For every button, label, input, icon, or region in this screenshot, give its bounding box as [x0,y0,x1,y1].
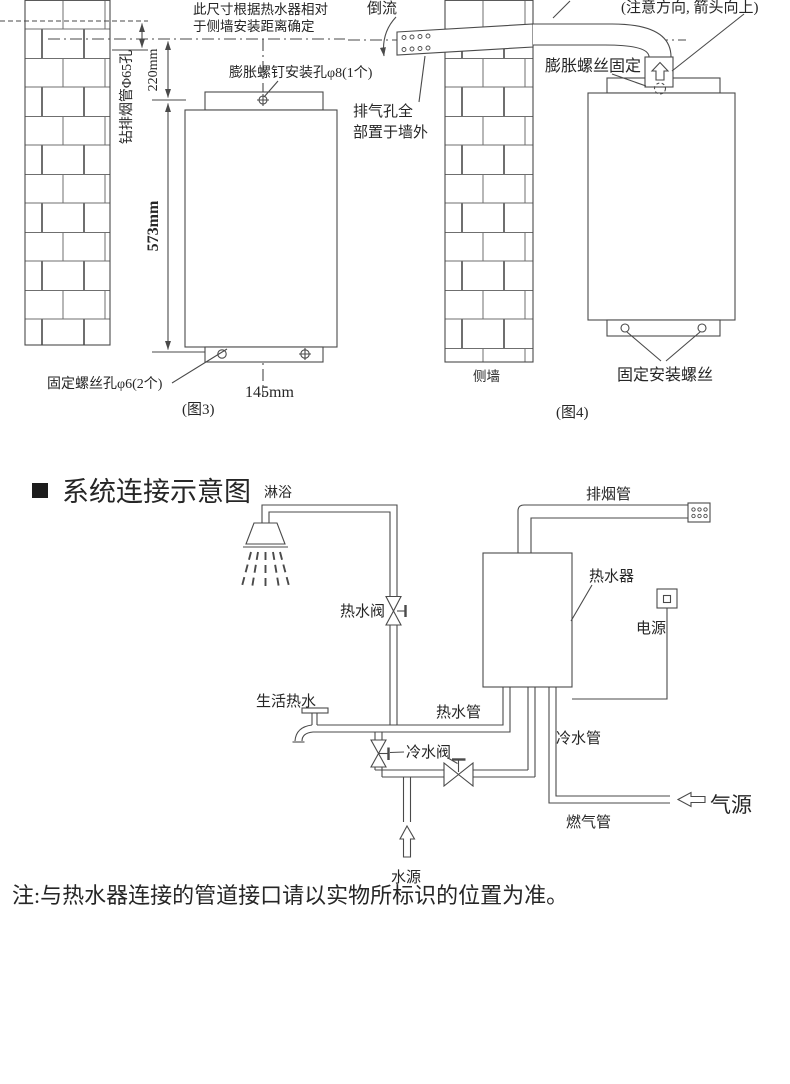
fig3-top-note-line1: 此尺寸根据热水器相对 [193,2,328,17]
hot-pipe-inner [317,687,504,726]
flue-pipe-inner [530,517,688,553]
dim-573-label: 573mm [145,200,162,251]
system-connection-diagram: 系统连接示意图 [32,477,752,886]
fig3-caption: (图3) [182,401,215,418]
drill-flue-hole-label: 钻排烟管Φ65孔 [119,50,135,144]
cold-valve-h-right [457,761,474,788]
flue-vent-holes [691,507,708,519]
expansion-note-leader [611,73,647,87]
side-wall-label: 侧墙 [473,369,500,384]
bottom-mount-bracket [204,346,324,363]
power-outlet-inner [662,594,672,604]
water-source-up-arrow-icon [399,824,416,858]
power-cord-line [572,608,668,700]
vent-note-line2: 部置于墙外 [353,124,428,141]
side-wall-bricks [444,0,534,363]
backflow-label: 倒流 [367,0,397,17]
flue-label: 排烟管 [586,486,631,503]
cold-valve-leaders [389,751,458,764]
cold-valve-v-top [370,739,387,755]
expansion-fix-label: 膨胀螺丝固定 [545,57,641,75]
expansion-screw-dashed-circle [653,82,667,95]
backflow-curved-arrow [379,16,397,57]
heading-square-bullet [32,483,48,498]
water-heater-body-front [184,109,338,348]
cold-pipe-left [375,769,444,778]
faucet-stem [311,713,318,725]
faucet-handle [301,707,329,714]
cutoff-leader-line [552,0,571,19]
shower-pipe-outer [261,504,398,596]
cold-valve-h-left [443,761,460,788]
fig3-top-note-line2: 于侧墙安装距离确定 [193,18,315,34]
heater-label: 热水器 [589,568,634,585]
anchor-hole-label: 膨胀螺钉安装孔φ8(1个) [229,64,373,81]
vent-note-leader [418,55,426,103]
water-heater-body-side [587,92,736,321]
vent-note-line1: 排气孔全 [353,102,413,120]
cold-stub-lower [374,767,383,777]
fig4-caption: (图4) [556,404,589,421]
cold-stub-upper [374,732,383,740]
shower-pipe-inner [268,511,391,596]
gas-source-label: 气源 [710,793,752,817]
shower-head-icon [245,522,286,545]
hot-valve-label: 热水阀 [340,603,385,620]
exhaust-pipe-through-wall [396,23,534,56]
shower-spray-lines [241,551,290,590]
hot-pipe-outer [301,687,511,742]
mount-screw-right [697,323,707,333]
cold-pipe-vertical [527,687,536,777]
fix-screws-label: 固定安装螺丝 [617,366,713,384]
hot-pipe-label: 热水管 [436,704,481,721]
hot-riser-below-valve [389,625,398,725]
fig3-front-install-diagram: 此尺寸根据热水器相对 于侧墙安装距离确定 钻排烟管Φ65孔 220mm 573m… [0,0,373,418]
gas-pipe-label: 燃气管 [566,813,611,831]
power-label: 电源 [636,620,666,637]
cold-pipe-label: 冷水管 [556,730,601,747]
gas-source-left-arrow-icon [676,791,706,808]
hot-valve-bottom-triangle [385,609,402,626]
fix-hole-leader [171,348,228,384]
exhaust-vent-holes [401,33,431,52]
mount-screw-leaders [626,331,701,362]
shower-label: 淋浴 [264,485,292,501]
elbow-fill [533,24,671,57]
cold-valve-v-bottom [370,752,387,768]
water-source-riser [402,777,412,822]
faucet-spout-curve [294,724,313,742]
fig4-side-install-diagram: 倒流 (注意方向, 箭头向上) 膨胀螺丝固定 排气孔全 部置于墙外 侧墙 固定安… [348,0,759,421]
fix-hole-crosshair [299,348,311,360]
fix-screw-holes-label: 固定螺丝孔φ6(2个) [47,376,163,392]
section-heading: 系统连接示意图 [62,477,251,507]
flue-pipe-outer [517,504,688,553]
up-arrow-icon [650,61,670,81]
fix-screw-hole-left [217,349,227,359]
hot-valve-top-triangle [385,595,402,613]
front-wall-bricks [24,0,111,346]
side-bottom-bracket [606,319,721,337]
anchor-hole-leader [263,80,279,98]
heater-label-leader [570,584,593,622]
elbow-inner-line [533,44,650,58]
elbow-outer-line [533,23,672,58]
flue-vent-end [687,502,711,523]
direction-note-leader [671,13,745,72]
direction-note-label: (注意方向, 箭头向上) [621,0,759,16]
water-source-label: 水源 [391,869,421,886]
domestic-hot-water-label: 生活热水 [256,693,316,710]
heater-box [482,552,573,688]
dim-145-label: 145mm [245,384,294,401]
anchor-hole-crosshair [257,94,269,106]
cold-pipe-right [473,769,535,778]
cold-valve-label: 冷水阀 [406,744,451,761]
footnote-text: 注:与热水器连接的管道接口请以实物所标识的位置为准。 [12,883,568,908]
mount-screw-left [620,323,630,333]
gas-pipe [548,687,670,804]
dim-220-label: 220mm [146,49,161,92]
